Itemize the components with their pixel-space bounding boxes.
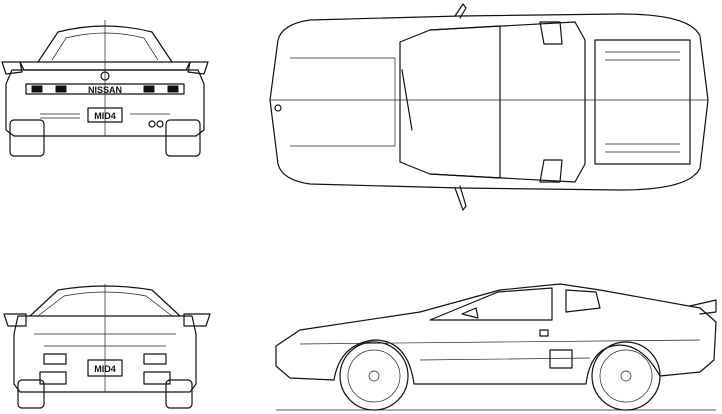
rear-light-right-outer bbox=[167, 85, 179, 93]
side-view bbox=[275, 283, 717, 411]
front-signal-right bbox=[143, 353, 167, 365]
rear-light-right-inner bbox=[143, 85, 155, 93]
top-mirror-left bbox=[454, 3, 467, 19]
front-mirror-left bbox=[3, 313, 27, 327]
side-window bbox=[429, 287, 553, 321]
top-side-intake-lower bbox=[539, 159, 563, 183]
top-roof bbox=[429, 21, 586, 183]
rear-body bbox=[5, 69, 205, 137]
side-mirror bbox=[461, 307, 479, 319]
side-rear-wheel bbox=[591, 341, 661, 411]
top-hood bbox=[290, 57, 396, 147]
rear-wheel-right bbox=[165, 119, 201, 157]
rear-view: NISSAN MID4 bbox=[1, 20, 209, 157]
top-engine-vents bbox=[605, 51, 680, 153]
side-front-wheel bbox=[339, 341, 409, 411]
side-body-outline bbox=[275, 283, 717, 385]
rear-mirror-left bbox=[1, 61, 23, 75]
front-foglight-left bbox=[39, 371, 67, 385]
top-side-intake-upper bbox=[539, 21, 563, 45]
rear-exhaust-right bbox=[156, 120, 164, 128]
top-body-outline bbox=[269, 13, 709, 191]
side-door-handle bbox=[539, 329, 549, 337]
front-body bbox=[13, 315, 197, 393]
rear-wheel-left bbox=[9, 119, 45, 157]
front-signal-left bbox=[43, 353, 67, 365]
front-wheel-left bbox=[17, 379, 45, 409]
front-foglight-right bbox=[143, 371, 171, 385]
top-mirror-right bbox=[454, 185, 467, 211]
rear-light-left-outer bbox=[31, 85, 43, 93]
side-intake bbox=[549, 349, 573, 369]
top-engine-cover bbox=[594, 39, 691, 165]
front-wheel-right bbox=[165, 379, 193, 409]
rear-exhaust-left bbox=[148, 120, 156, 128]
side-spoiler bbox=[689, 299, 717, 315]
top-windshield bbox=[399, 25, 501, 179]
rear-bumper-vent bbox=[40, 113, 170, 119]
rear-light-left-inner bbox=[55, 85, 67, 93]
front-mirror-right bbox=[183, 313, 211, 327]
front-view: MID4 bbox=[3, 284, 211, 409]
rear-mirror-right bbox=[187, 61, 209, 75]
top-view bbox=[269, 3, 709, 211]
top-emblem bbox=[274, 104, 282, 112]
side-rear-quarter-window bbox=[565, 289, 601, 313]
